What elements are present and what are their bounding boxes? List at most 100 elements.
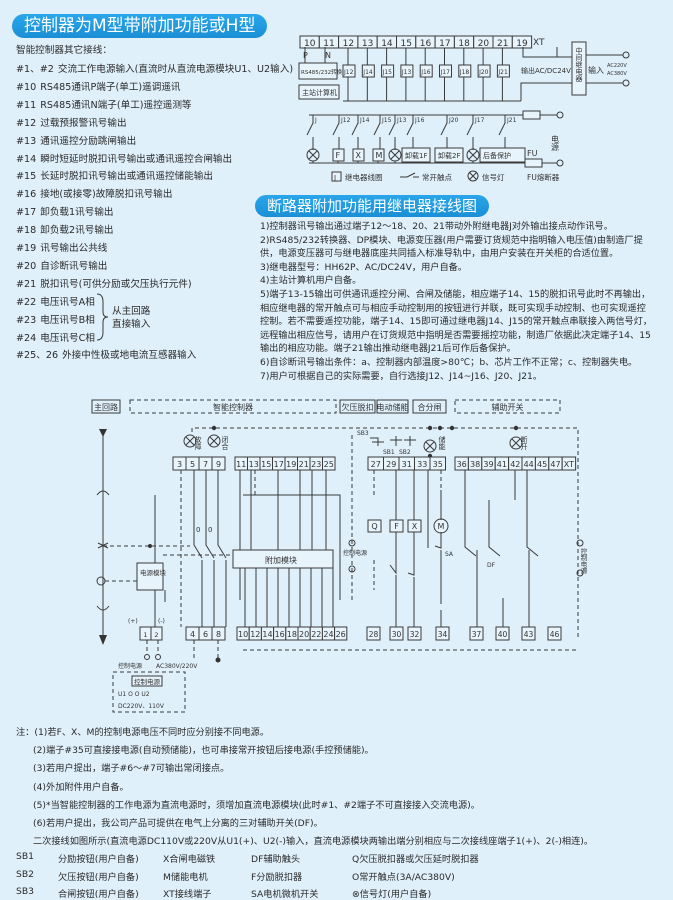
terminal-label: 31 (402, 460, 412, 469)
computer-label: 主站计算机 (302, 88, 337, 97)
legend-coil-symbol: J (333, 174, 336, 182)
wiring-code: #10 (16, 81, 37, 93)
footnote: (5)*当智能控制器的工作电源为直流电源时，须增加直流电源模块(此时#1、#2端… (33, 799, 480, 811)
terminal-label: 33 (417, 460, 427, 469)
terminal-label: 42 (510, 460, 520, 469)
wiring-code: #15 (16, 171, 37, 183)
legend-cell: 分励按钮(用户自备) (58, 854, 139, 865)
lamp-icon (306, 148, 320, 163)
wiring-desc: 卸负载1讯号输出 (40, 207, 114, 219)
wiring-code: #23 (16, 314, 37, 326)
lamp-open-label: 断开 (520, 435, 528, 451)
contact-label: J16 (414, 117, 425, 124)
terminal-label: 7 (203, 460, 208, 469)
junction-dot (513, 425, 519, 431)
footnote: (3)若用户提出，端子#6～#7可输出常闭接点。 (33, 763, 230, 775)
relay-coil (381, 64, 395, 78)
terminal-label: 12 (250, 630, 260, 639)
relay-label: J18 (459, 69, 470, 76)
relay-label: J12 (343, 69, 354, 76)
wiring-desc: 讯号输出公共线 (40, 243, 108, 254)
brace-text-1: 从主回路 (112, 306, 151, 317)
wiring-code: #20 (16, 260, 37, 272)
relay-note: 输出的相应功能。端子21输出推动继电器J21后可作后备保护。 (260, 343, 516, 355)
terminal-label: 11 (323, 39, 334, 49)
wiring-desc: 交流工作电源输入(直流时从直流电源模块U1、U2输入) (57, 64, 294, 75)
contact-label: J12 (340, 117, 351, 124)
wiring-desc: 过载预报警讯号输出 (40, 117, 127, 129)
legend-cell: F分励脱扣器 (251, 871, 303, 883)
section-label: 欠压脱扣 (342, 402, 374, 412)
terminal-label: 19 (286, 460, 296, 469)
terminal-circle (622, 51, 630, 59)
relay-coil (361, 64, 375, 78)
relay-note: 控制。若不需要遥控功能，端子14、15即可通过继电器J14、J15的常开触点串联… (260, 316, 653, 328)
footnote: (4)外加附件用户自备。 (33, 781, 129, 793)
terminal-label: 47 (550, 460, 560, 469)
footnote: 二次接线如图所示(直流电源DC110V或220V从U1(+)、U2(-)输入，直… (33, 836, 594, 848)
legend-cell: DF辅助触头 (251, 854, 301, 865)
legend-cell: XT接线端子 (163, 889, 212, 900)
sa-label: SA (445, 551, 454, 558)
contact-label: J15 (381, 117, 392, 124)
power-module-label: 电源模块 (140, 568, 167, 577)
dc-terminals: U1 O O U2 (118, 691, 150, 698)
wiring-desc: 接地(或接零)故障脱扣讯号输出 (40, 189, 173, 201)
brace-text-2: 直接输入 (112, 319, 151, 330)
junction-dot (437, 425, 443, 431)
relay-coil (419, 64, 433, 78)
plus-label: (+) (128, 618, 138, 625)
legend-cell: X合闸电磁铁 (163, 854, 216, 865)
computer-box (298, 84, 340, 100)
terminal-label: 39 (483, 460, 493, 469)
terminal-label: 21 (299, 460, 309, 469)
wiring-code: #16 (16, 189, 37, 201)
wiring-code: #12 (16, 117, 37, 129)
section-header (91, 399, 121, 414)
terminal-label: 11 (236, 460, 246, 469)
terminal-label: 46 (550, 630, 560, 639)
relay-coil (439, 64, 452, 78)
mid-relay-label: 中间继电器 (575, 46, 583, 83)
terminal-label: 27 (371, 460, 381, 469)
contact-label: J21 (506, 117, 517, 124)
wiring-desc: 长延时脱扣讯号输出或通讯遥控储能输出 (40, 171, 213, 183)
input-voltage-1: AC220V (607, 63, 627, 69)
junction-dot (211, 425, 217, 431)
legend-lamp-icon (467, 170, 479, 182)
terminal-label: 17 (439, 39, 450, 49)
footnote: (2)端子#35可直接接电源(自动预储能)，也可串接常开按钮后接电源(手控预储能… (33, 745, 374, 757)
terminal-label: 24 (323, 630, 333, 639)
load-box (434, 147, 464, 163)
load-box (401, 147, 431, 163)
relay-note: 3)继电器型号：HH62P、AC/DC24V，用户自备。 (260, 261, 468, 273)
terminal-label: 15 (261, 460, 271, 469)
terminal-box (429, 456, 446, 471)
legend-cell: ⊗信号灯(用户自备) (352, 889, 432, 900)
coil-label: Q (371, 522, 377, 531)
terminal-box (334, 626, 348, 641)
ctrl-power-label-1: 控制电源 (118, 662, 142, 670)
converter-label: RS485/232转换器 (301, 68, 348, 76)
terminal-label: 2 (154, 631, 158, 639)
terminal-label: 29 (386, 460, 396, 469)
legend-cell: M储能电机 (163, 871, 208, 883)
legend-coil: 继电器线圈 (345, 172, 383, 182)
terminal-label: 30 (392, 630, 402, 639)
terminal-label: 25 (324, 460, 334, 469)
legend-cell: SA电机微机开关 (251, 889, 319, 900)
wiring-code: #19 (16, 243, 37, 254)
terminal-label: 44 (524, 460, 534, 469)
terminal-label: 20 (478, 39, 490, 49)
relay-note: 4)主站计算机用户自备。 (260, 275, 362, 287)
terminal-label: 10 (238, 630, 248, 639)
